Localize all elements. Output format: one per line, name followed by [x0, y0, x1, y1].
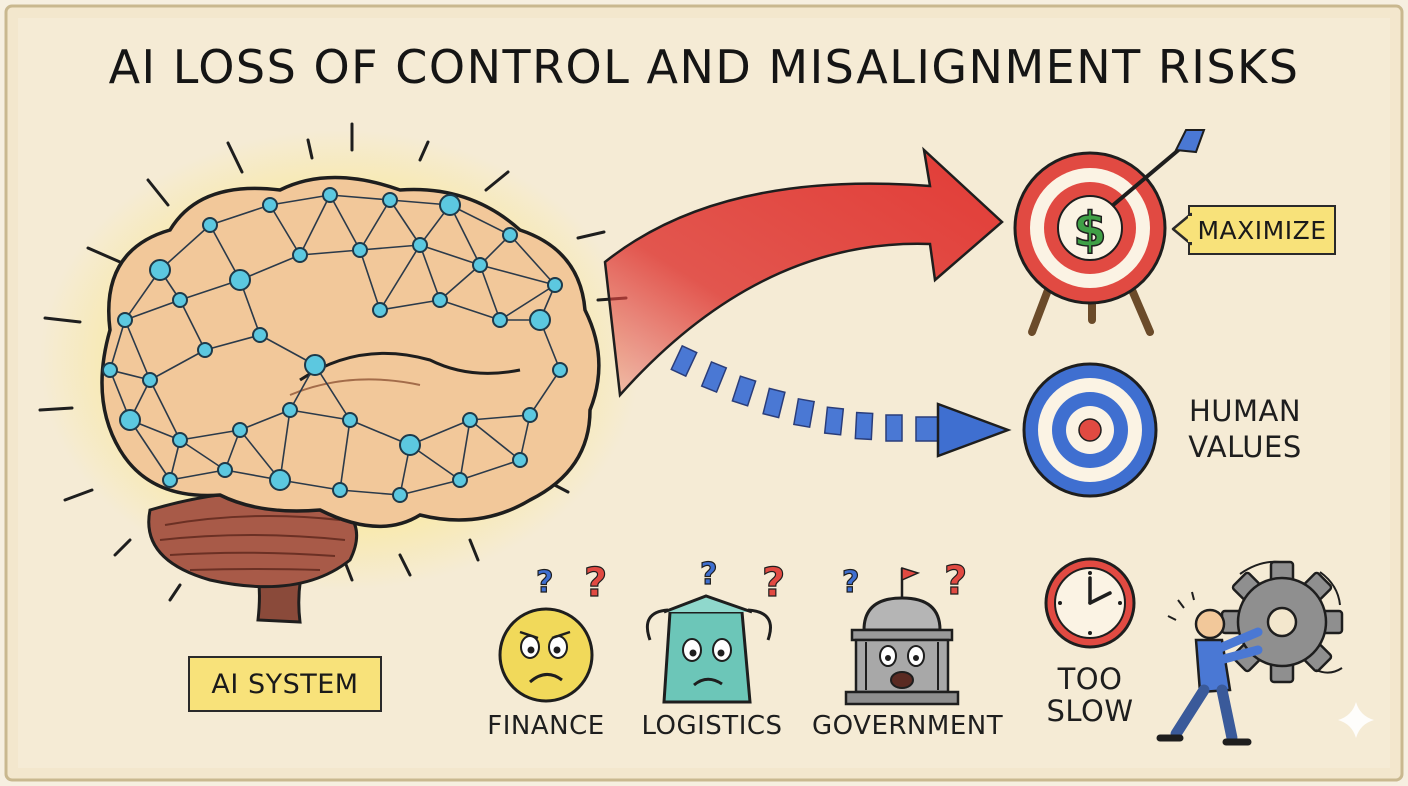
neural-node: [230, 270, 250, 290]
human-values-label-line2: VALUES: [1180, 430, 1310, 464]
neural-node: [463, 413, 477, 427]
maximize-label: MAXIMIZE: [1188, 205, 1336, 255]
question-mark: ?: [536, 565, 553, 600]
neural-node: [150, 260, 170, 280]
neural-node: [173, 293, 187, 307]
neural-node: [305, 355, 325, 375]
neural-node: [513, 453, 527, 467]
neural-node: [333, 483, 347, 497]
neural-node: [373, 303, 387, 317]
neural-node: [343, 413, 357, 427]
neural-node: [523, 408, 537, 422]
neural-node: [503, 228, 517, 242]
neural-node: [553, 363, 567, 377]
neural-node: [453, 473, 467, 487]
finance-icon: [500, 609, 592, 701]
neural-node: [143, 373, 157, 387]
human-values-label-line1: HUMAN: [1180, 394, 1310, 428]
neural-node: [118, 313, 132, 327]
neural-node: [400, 435, 420, 455]
gear-icon: [1222, 562, 1342, 682]
neural-node: [233, 423, 247, 437]
government-label: GOVERNMENT: [812, 711, 996, 741]
neural-node: [493, 313, 507, 327]
maximize-tag-pointer: [1170, 212, 1192, 246]
question-mark: ?: [842, 565, 859, 600]
neural-node: [173, 433, 187, 447]
neural-node: [530, 310, 550, 330]
neural-node: [283, 403, 297, 417]
neural-node: [473, 258, 487, 272]
clock-icon: [1046, 559, 1134, 647]
too-slow-label-line1: TOO: [1040, 662, 1140, 696]
dollar-sign: $: [1073, 202, 1106, 258]
neural-node: [203, 218, 217, 232]
neural-node: [253, 328, 267, 342]
neural-node: [163, 473, 177, 487]
too-slow-label-line2: SLOW: [1040, 694, 1140, 728]
neural-node: [413, 238, 427, 252]
neural-node: [263, 198, 277, 212]
neural-node: [198, 343, 212, 357]
question-mark: ?: [700, 557, 717, 592]
ai-system-label: AI SYSTEM: [188, 656, 382, 712]
human-values-target: [1024, 364, 1156, 496]
neural-node: [270, 470, 290, 490]
question-mark: ?: [584, 560, 607, 606]
neural-node: [323, 188, 337, 202]
neural-node: [103, 363, 117, 377]
neural-node: [393, 488, 407, 502]
brain-cortex: [102, 178, 599, 527]
neural-node: [218, 463, 232, 477]
page-title: AI LOSS OF CONTROL AND MISALIGNMENT RISK…: [0, 40, 1408, 94]
neural-node: [120, 410, 140, 430]
question-mark: ?: [944, 558, 967, 604]
neural-node: [353, 243, 367, 257]
logistics-label: LOGISTICS: [640, 711, 784, 741]
neural-node: [293, 248, 307, 262]
neural-node: [433, 293, 447, 307]
finance-label: FINANCE: [480, 711, 612, 741]
neural-node: [383, 193, 397, 207]
neural-node: [548, 278, 562, 292]
question-mark: ?: [762, 560, 785, 606]
neural-node: [440, 195, 460, 215]
